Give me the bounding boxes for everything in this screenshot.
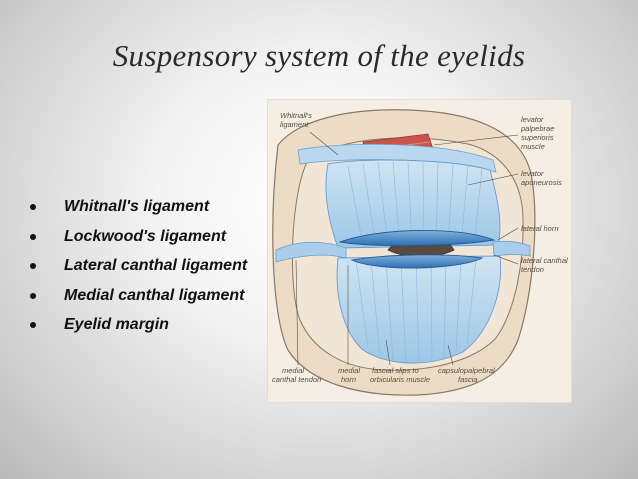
bullet-item: Medial canthal ligament (28, 281, 247, 311)
svg-text:tendon: tendon (521, 265, 544, 274)
label-medial-canthal-tendon-2: canthal tendon (272, 375, 321, 384)
label-capsulopalpebral-2: fascia (458, 375, 478, 384)
svg-text:lateral canthal: lateral canthal (521, 256, 568, 265)
svg-text:superioris: superioris (521, 133, 554, 142)
label-medial-horn-2: horn (341, 375, 356, 384)
svg-text:muscle: muscle (521, 142, 545, 151)
svg-text:capsulopalpebral: capsulopalpebral (438, 366, 495, 375)
bullet-text: Lockwood's ligament (64, 227, 227, 245)
label-lateral-canthal-tendon-2: tendon (521, 265, 544, 274)
bullet-item: Lateral canthal ligament (28, 251, 247, 281)
lateral-canthal-tendon (492, 240, 531, 257)
svg-text:ligament: ligament (280, 120, 309, 129)
label-lateral-canthal-tendon-1: lateral canthal (521, 256, 568, 265)
label-levator-palpebrae-4: muscle (521, 142, 545, 151)
bullet-item: Whitnall's ligament (28, 192, 247, 222)
label-fascial-slips-1: fascial slips to (372, 366, 419, 375)
label-whitnall-2: ligament (280, 120, 309, 129)
bullet-item: Lockwood's ligament (28, 222, 247, 252)
svg-text:levator: levator (521, 169, 544, 178)
label-levator-palpebrae-1: levator (521, 115, 544, 124)
svg-text:lateral horn: lateral horn (521, 224, 559, 233)
bullet-dot-icon (30, 322, 36, 328)
label-capsulopalpebral-1: capsulopalpebral (438, 366, 495, 375)
label-levator-aponeurosis-1: levator (521, 169, 544, 178)
svg-text:palpebrae: palpebrae (520, 124, 554, 133)
bullet-text: Eyelid margin (64, 316, 169, 333)
label-medial-canthal-tendon-1: medial (282, 366, 304, 375)
bullet-dot-icon (30, 233, 36, 240)
label-levator-palpebrae-3: superioris (521, 133, 554, 142)
svg-text:aponeurosis: aponeurosis (521, 178, 562, 187)
bullet-text: Lateral canthal ligament (64, 257, 248, 274)
svg-text:canthal tendon: canthal tendon (272, 375, 321, 384)
label-whitnall-1: Whitnall's (280, 111, 312, 120)
bullet-item: Eyelid margin (28, 310, 247, 340)
label-lateral-horn: lateral horn (521, 224, 559, 233)
label-levator-aponeurosis-2: aponeurosis (521, 178, 562, 187)
bullet-dot-icon (30, 263, 36, 269)
levator-aponeurosis (325, 159, 501, 249)
label-medial-horn-1: medial (338, 366, 360, 375)
svg-text:medial: medial (338, 366, 360, 375)
eyelid-anatomy-diagram: Whitnall's ligament levator palpebrae su… (272, 109, 568, 396)
whitnall-ligament (297, 143, 497, 173)
lower-tarsal-plate (350, 254, 484, 269)
svg-text:medial: medial (282, 366, 304, 375)
label-fascial-slips-2: orbicularis muscle (370, 375, 430, 384)
eyelid-anatomy-figure: Whitnall's ligament levator palpebrae su… (267, 99, 572, 403)
slide-title: Suspensory system of the eyelids (112, 38, 526, 73)
svg-text:levator: levator (521, 115, 544, 124)
svg-text:Whitnall's: Whitnall's (280, 111, 312, 120)
svg-text:fascial slips to: fascial slips to (372, 366, 419, 375)
bullet-list: Whitnall's ligament Lockwood's ligament … (28, 192, 247, 340)
svg-text:fascia: fascia (458, 375, 478, 384)
bullet-text: Medial canthal ligament (64, 286, 245, 304)
bullet-text: Whitnall's ligament (64, 198, 210, 215)
upper-tarsal-plate (338, 229, 496, 247)
label-levator-palpebrae-2: palpebrae (520, 124, 554, 133)
svg-text:horn: horn (341, 375, 356, 384)
bullet-dot-icon (30, 204, 36, 210)
svg-text:orbicularis muscle: orbicularis muscle (370, 375, 430, 384)
bullet-dot-icon (30, 292, 36, 299)
